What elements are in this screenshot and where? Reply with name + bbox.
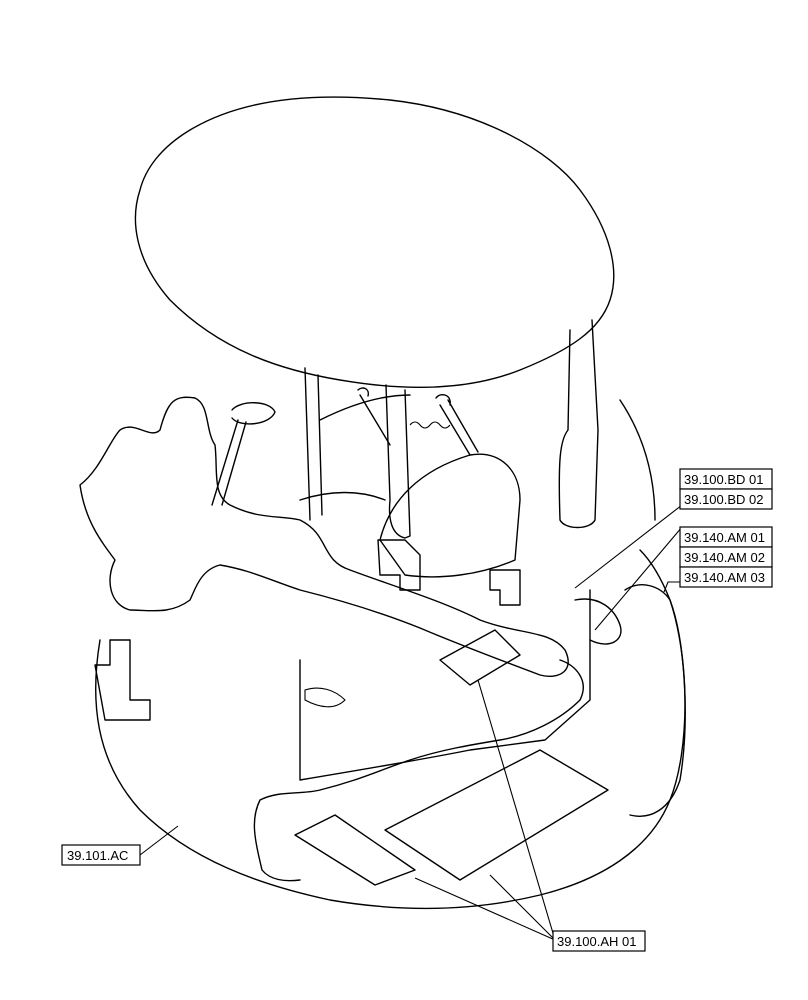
spring: [409, 421, 451, 429]
callout-am01-label: 39.140.AM 01: [684, 530, 765, 545]
rops-post-left: [304, 367, 323, 521]
floor-plate-right: [384, 749, 609, 881]
canopy-roof: [134, 96, 615, 389]
callout-ah01-label: 39.100.AH 01: [557, 934, 637, 949]
leader-am03: [663, 581, 682, 593]
callout-ac-label: 39.101.AC: [67, 848, 128, 863]
floor-plate-mid: [439, 629, 521, 686]
callout-bd01: 39.100.BD 01: [679, 468, 773, 490]
bracket-right: [489, 569, 521, 606]
right-side-cover: [624, 584, 686, 817]
callout-bd02-label: 39.100.BD 02: [684, 492, 764, 507]
callout-bd01-label: 39.100.BD 01: [684, 472, 764, 487]
callout-am01: 39.140.AM 01: [679, 526, 773, 548]
control-lever-mid: [357, 387, 391, 446]
wiring-harness-floor: [253, 659, 584, 882]
rops-post-right: [558, 319, 599, 529]
leader-ac: [139, 825, 179, 856]
vent-slot: [304, 687, 346, 708]
callout-am03-label: 39.140.AM 03: [684, 570, 765, 585]
control-lever-left: [211, 402, 276, 506]
seat-cushion: [299, 394, 411, 501]
leader-bd02: [594, 526, 683, 631]
callout-ac: 39.101.AC: [61, 844, 141, 866]
wiring-harness-main: [79, 396, 569, 677]
connector-right: [574, 598, 622, 645]
callout-am02-label: 39.140.AM 02: [684, 550, 765, 565]
rops-post-front: [385, 384, 411, 539]
bracket-left: [94, 639, 151, 721]
callout-am02: 39.140.AM 02: [679, 546, 773, 568]
callout-ah01: 39.100.AH 01: [552, 930, 646, 952]
bracket-center: [377, 539, 421, 591]
callout-bd02: 39.100.BD 02: [679, 488, 773, 510]
leader-ah01: [414, 679, 556, 941]
operator-seat: [379, 453, 521, 578]
callout-am03: 39.140.AM 03: [679, 566, 773, 588]
control-lever-right: [435, 393, 479, 456]
floor-plate-left: [294, 814, 416, 886]
body-front-panel: [299, 589, 591, 781]
leader-bd01: [574, 504, 683, 589]
